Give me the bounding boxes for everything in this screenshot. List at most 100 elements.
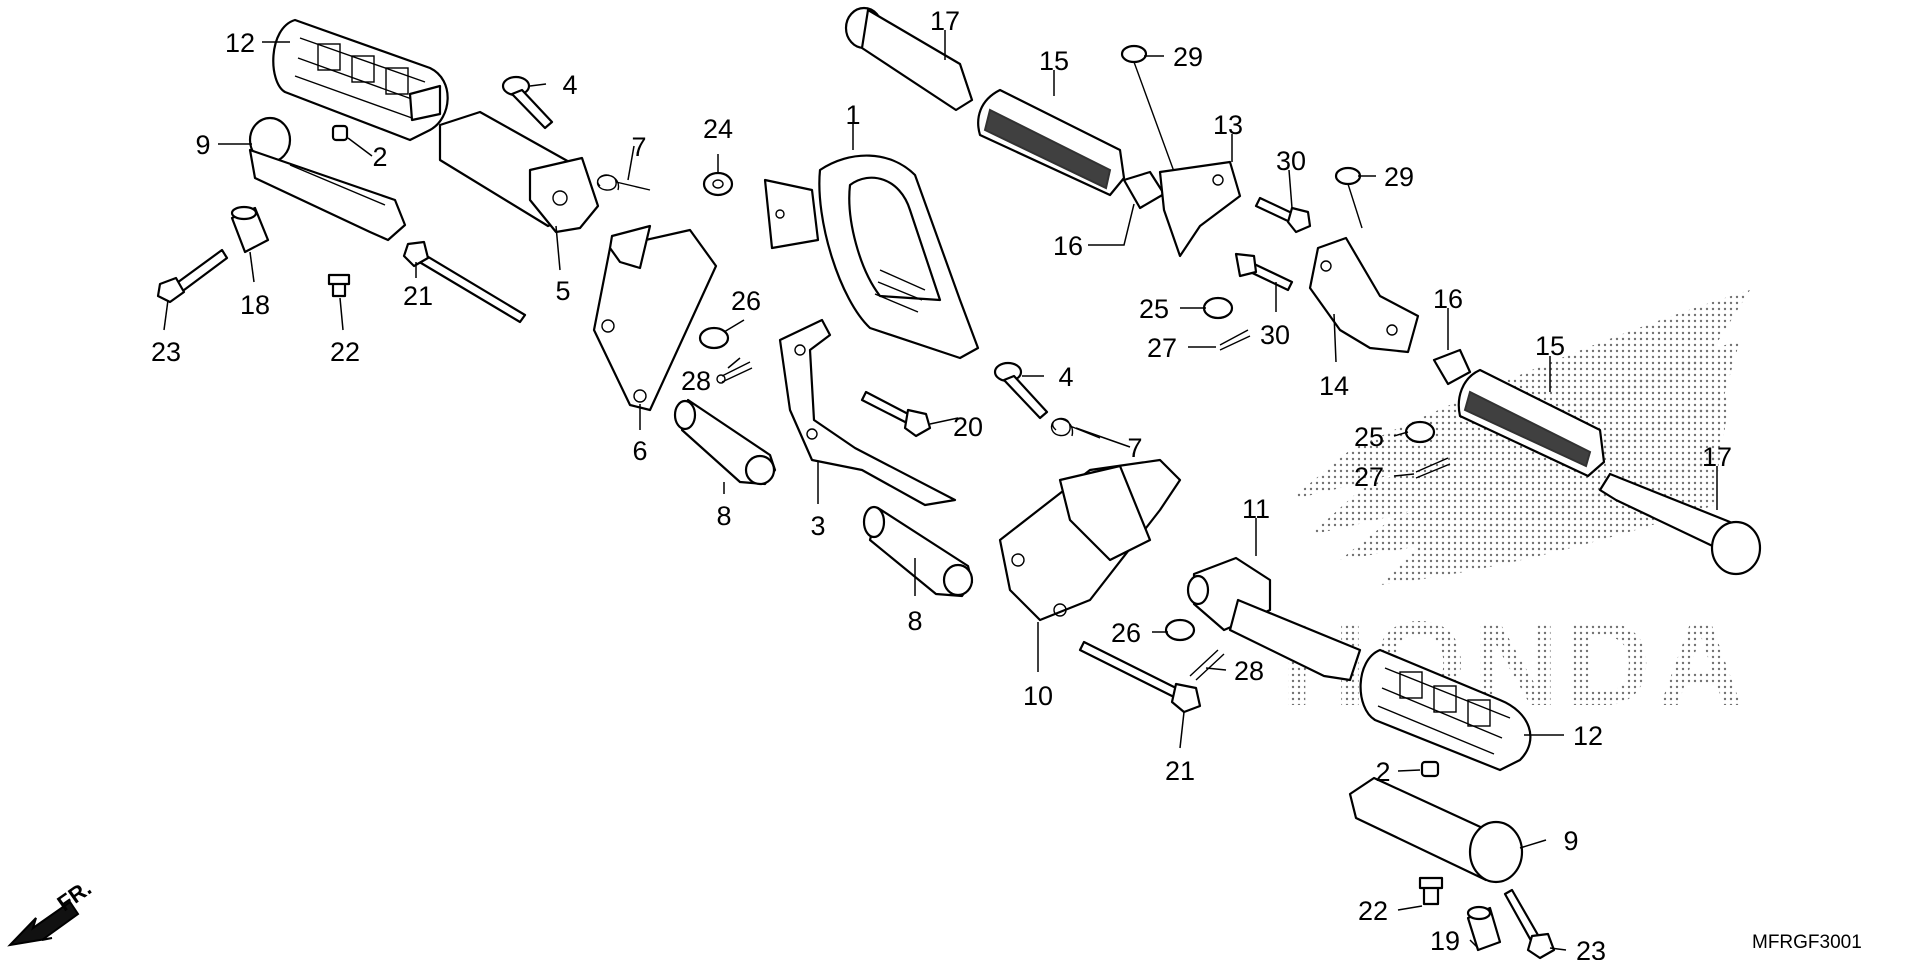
callout-c16b: 16 (1433, 284, 1463, 314)
part-12-step-rubber-lower (1359, 648, 1532, 772)
callout-c16a: 16 (1053, 231, 1083, 261)
part-12-step-rubber-upper (272, 18, 449, 142)
part-28-cotter-pin-upper (716, 361, 753, 384)
callout-c17b: 17 (1702, 442, 1732, 472)
part-27-cotter-pin-lower (1415, 457, 1451, 479)
part-23-bolt-upper (156, 248, 229, 304)
callout-c3: 3 (810, 511, 825, 541)
part-20-bolt (860, 390, 932, 438)
callout-c25b: 25 (1354, 422, 1384, 452)
part-21-long-bolt-upper (402, 240, 527, 324)
callout-c22b: 22 (1358, 896, 1388, 926)
callout-c30a: 30 (1276, 146, 1306, 176)
part-4-pin-upper (501, 75, 554, 130)
part-15-rubber-lower (1457, 368, 1606, 478)
callout-c13: 13 (1213, 110, 1243, 140)
callout-c12b: 12 (1573, 721, 1603, 751)
part-22-screw-lower (1418, 876, 1444, 906)
callout-c25a: 25 (1139, 294, 1169, 324)
callout-c17a: 17 (930, 6, 960, 36)
callout-c5: 5 (555, 276, 570, 306)
part-15-rubber-upper (977, 88, 1126, 197)
part-27-cotter-pin-upper (1219, 329, 1251, 351)
callout-c27b: 27 (1354, 462, 1384, 492)
callout-c18: 18 (240, 290, 270, 320)
callout-c4a: 4 (562, 70, 577, 100)
callout-c15a: 15 (1039, 46, 1069, 76)
part-30-bolt-lower (1234, 252, 1294, 292)
part-22-screw-upper (327, 273, 351, 298)
callout-c27a: 27 (1147, 333, 1177, 363)
callout-c9a: 9 (195, 130, 210, 160)
callout-c15b: 15 (1535, 331, 1565, 361)
callout-c2a: 2 (372, 142, 387, 172)
part-29-pin-lower (1334, 166, 1363, 229)
part-2-cap-upper (331, 124, 349, 142)
part-7-spring-lower (1051, 417, 1101, 439)
callout-c24: 24 (703, 114, 733, 144)
part-17-pin-lower (1598, 472, 1762, 576)
part-6-step-bracket (592, 224, 718, 412)
front-direction-arrow-icon (7, 900, 80, 947)
callout-c21b: 21 (1165, 756, 1195, 786)
part-3-horn-bracket (778, 318, 957, 507)
callout-c26b: 26 (1111, 618, 1141, 648)
callout-c23a: 23 (151, 337, 181, 367)
callout-c4b: 4 (1058, 362, 1073, 392)
part-25-washer-upper (1202, 296, 1234, 320)
part-25-washer-lower (1404, 420, 1436, 444)
callout-c10: 10 (1023, 681, 1053, 711)
callout-c12a: 12 (225, 28, 255, 58)
callout-c9b: 9 (1563, 826, 1578, 856)
part-13-bracket (1158, 160, 1242, 258)
part-9-holder-lower (1348, 776, 1524, 884)
part-1-horn (763, 154, 980, 360)
part-29-pin-upper (1120, 44, 1181, 189)
diagram-code: MFRGF3001 (1752, 932, 1862, 953)
callout-c8a: 8 (716, 501, 731, 531)
callout-c20: 20 (953, 412, 983, 442)
part-8-collar-right (862, 505, 974, 598)
callout-c28a: 28 (681, 366, 711, 396)
callout-c29b: 29 (1384, 162, 1414, 192)
callout-c30b: 30 (1260, 320, 1290, 350)
part-26-washer-lower (1164, 618, 1196, 642)
part-30-bolt-upper (1254, 196, 1312, 234)
part-14-bracket (1308, 236, 1420, 354)
callout-c14: 14 (1319, 371, 1349, 401)
callout-c1: 1 (845, 100, 860, 130)
callout-c22a: 22 (330, 337, 360, 367)
part-8-collar-left (673, 398, 777, 486)
callout-c23b: 23 (1576, 936, 1606, 960)
part-7-spring-upper (597, 174, 651, 191)
part-16-rubber-seat-lower (1432, 348, 1472, 386)
callout-c8b: 8 (907, 606, 922, 636)
callout-c21a: 21 (403, 281, 433, 311)
part-9-holder-upper (248, 116, 407, 242)
part-11-step-bar (1186, 556, 1362, 682)
callout-c19: 19 (1430, 926, 1460, 956)
part-18-collar (230, 205, 270, 254)
part-28-cotter-pin-lower (1189, 649, 1225, 681)
callout-c28b: 28 (1234, 656, 1264, 686)
callout-c2b: 2 (1375, 757, 1390, 787)
callout-c11: 11 (1242, 494, 1270, 524)
callout-c6: 6 (632, 436, 647, 466)
callout-c26a: 26 (731, 286, 761, 316)
leader-lines (163, 30, 1718, 951)
callout-c7a: 7 (631, 132, 646, 162)
callout-c29a: 29 (1173, 42, 1203, 72)
part-26-washer-upper (698, 326, 730, 350)
part-16-rubber-seat-upper (1122, 170, 1166, 210)
part-2-cap-lower (1420, 760, 1440, 778)
part-10-step-bracket (998, 458, 1182, 622)
callout-c7b: 7 (1127, 433, 1142, 463)
part-4-pin-lower (993, 361, 1049, 420)
part-19-collar (1466, 905, 1502, 952)
part-5-step-bar (438, 110, 600, 234)
part-23-bolt-lower (1503, 888, 1556, 960)
part-21-long-bolt-lower (1078, 640, 1202, 714)
part-24-nut (702, 171, 734, 197)
